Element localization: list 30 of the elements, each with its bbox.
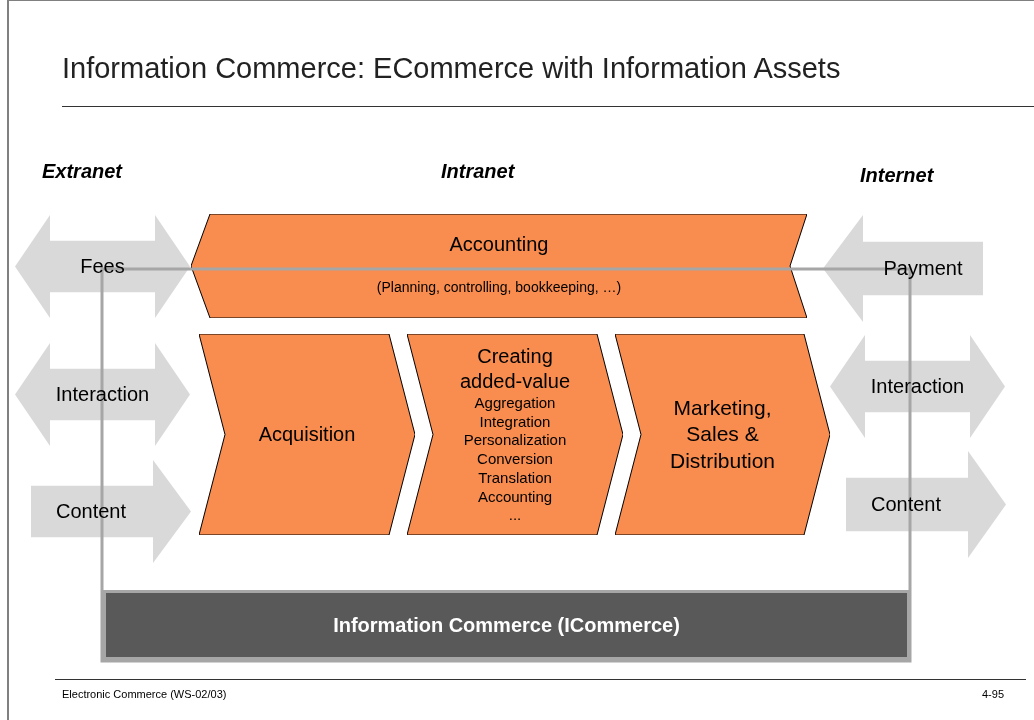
process-step xyxy=(407,334,623,535)
slide-title: Information Commerce: ECommerce with Information Assets xyxy=(62,51,841,86)
node-label: Fees xyxy=(80,254,125,279)
left-arrow-shape xyxy=(823,215,983,322)
node-label: Content xyxy=(870,492,943,517)
node-label: Information Commerce (ICommerce) xyxy=(333,612,680,638)
dark-banner xyxy=(103,590,910,660)
process-step xyxy=(615,334,830,535)
footer-text: Electronic Commerce (WS-02/03) xyxy=(62,687,227,702)
node-label: Interaction xyxy=(55,382,150,407)
zone-label: Extranet xyxy=(42,159,123,184)
double-arrow-shape xyxy=(15,215,190,318)
node-label: Creating added-value xyxy=(458,343,572,394)
node-label: Acquisition xyxy=(257,422,357,447)
right-arrow-shape xyxy=(31,460,191,563)
zone-label: Intranet xyxy=(441,159,515,184)
node-label: Payment xyxy=(882,256,963,281)
node-label: Interaction xyxy=(870,374,965,399)
node-label: Accounting xyxy=(449,232,549,257)
double-arrow-shape xyxy=(15,343,190,446)
process-band xyxy=(191,214,807,318)
double-arrow-shape xyxy=(830,335,1005,438)
right-arrow-shape xyxy=(846,451,1006,558)
node-detail: (Planning, controlling, bookkeeping, …) xyxy=(376,279,622,297)
footer-text: 4-95 xyxy=(982,687,1005,702)
node-label: Content xyxy=(55,499,128,524)
process-step xyxy=(199,334,415,535)
node-label: Marketing, Sales & Distribution xyxy=(668,395,776,474)
node-detail: Aggregation Integration Personalization Conversion Translation Accounting ... xyxy=(463,393,567,526)
zone-label: Internet xyxy=(860,163,934,188)
